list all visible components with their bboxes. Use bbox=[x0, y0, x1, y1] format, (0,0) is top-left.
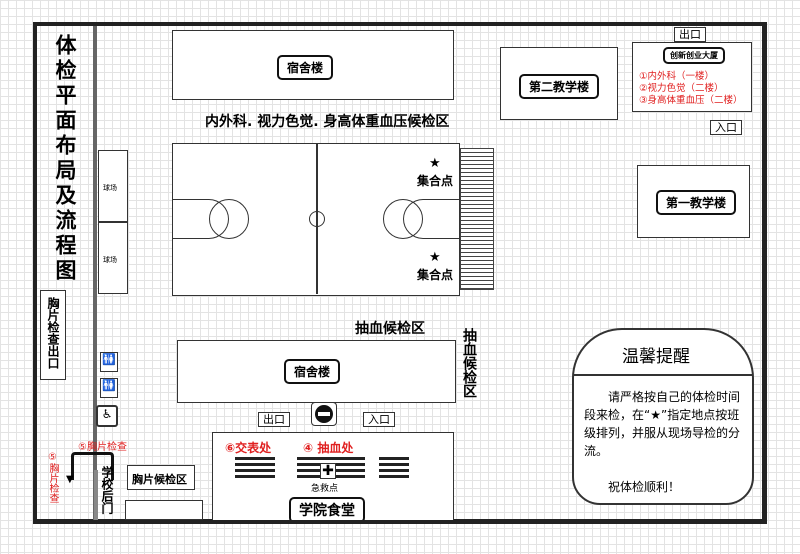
teaching-1-label: 第一教学楼 bbox=[656, 190, 737, 215]
no-entry-icon bbox=[311, 402, 337, 426]
canteen-label: 学院食堂 bbox=[289, 497, 365, 523]
canteen: ⑥交表处 ④ 抽血处 ✚ 急救点 学院食堂 bbox=[212, 432, 454, 523]
road-line bbox=[93, 26, 97, 520]
tips-divider bbox=[574, 374, 752, 376]
center-circle bbox=[309, 211, 325, 227]
toilet-icon: 🚻 bbox=[100, 378, 118, 398]
bleachers bbox=[460, 148, 494, 290]
innovation-entrance: 入口 bbox=[710, 120, 742, 135]
bench bbox=[379, 469, 409, 472]
chest-check-label: ⑤胸片检查 bbox=[78, 442, 127, 453]
teaching-building-1: 第一教学楼 bbox=[637, 165, 750, 238]
key-right bbox=[403, 199, 459, 239]
page-title: 体检平面布局及流程图 bbox=[53, 34, 77, 284]
tips-box: 温馨提醒 请严格按自己的体检时间段来检，在“★”指定地点按班级排列，并服从现场导… bbox=[572, 328, 754, 505]
bench bbox=[379, 457, 409, 460]
blood-waiting-area-vertical: 抽血候检区 bbox=[461, 328, 477, 398]
bench bbox=[379, 475, 409, 478]
assembly-point-bottom: 集合点 bbox=[417, 268, 454, 282]
dorm-top-label: 宿舍楼 bbox=[277, 55, 334, 80]
tips-wish: 祝体检顺利！ bbox=[608, 480, 681, 494]
exam-2: ②视力色觉（二楼） bbox=[639, 83, 724, 94]
gate-post bbox=[94, 470, 98, 520]
canteen-entrance: 入口 bbox=[363, 412, 395, 427]
teaching-building-2: 第二教学楼 bbox=[500, 47, 618, 120]
star-icon: ★ bbox=[429, 156, 441, 171]
blood-waiting-area: 抽血候检区 bbox=[355, 321, 425, 337]
key-left bbox=[173, 199, 229, 239]
bench bbox=[379, 463, 409, 466]
chest-exit: 胸片检查出口 bbox=[40, 290, 66, 380]
exam-3: ③身高体重血压（二楼） bbox=[639, 95, 743, 106]
innovation-building: 创新创业大厦 ①内外科（一楼） ②视力色觉（二楼） ③身高体重血压（二楼） bbox=[632, 42, 752, 112]
star-icon: ★ bbox=[429, 250, 441, 265]
teaching-2-label: 第二教学楼 bbox=[519, 74, 600, 99]
bench bbox=[235, 469, 275, 472]
assembly-point-top: 集合点 bbox=[417, 174, 454, 188]
arrow-down-icon: ▼ bbox=[66, 474, 74, 485]
small-building bbox=[125, 500, 203, 520]
bench bbox=[235, 475, 275, 478]
canteen-exit: 出口 bbox=[258, 412, 290, 427]
submit-form-station: ⑥交表处 bbox=[225, 441, 272, 455]
first-aid-point: 急救点 bbox=[311, 484, 339, 494]
blood-draw-station: ④ 抽血处 bbox=[303, 441, 354, 455]
chest-waiting-area: 胸片候检区 bbox=[127, 465, 195, 490]
tips-title: 温馨提醒 bbox=[622, 347, 690, 367]
back-gate: 学校后门 bbox=[100, 466, 114, 514]
side-court-top: 球场 bbox=[98, 150, 128, 222]
side-court-bottom: 球场 bbox=[98, 222, 128, 294]
side-court-bottom-label: 球场 bbox=[103, 256, 117, 264]
bench bbox=[297, 457, 365, 460]
waiting-area-top: 内外科. 视力色觉. 身高体重血压候检区 bbox=[205, 114, 450, 130]
first-aid-icon: ✚ bbox=[320, 463, 336, 479]
wall-bottom bbox=[33, 520, 767, 524]
basketball-court: ★ 集合点 ★ 集合点 bbox=[172, 143, 460, 296]
exam-1: ①内外科（一楼） bbox=[639, 71, 715, 82]
dorm-bottom: 宿舍楼 bbox=[177, 340, 456, 403]
bench bbox=[235, 463, 275, 466]
dorm-bottom-label: 宿舍楼 bbox=[284, 359, 341, 384]
chest-check-vertical: ⑤胸片检查 bbox=[47, 452, 58, 503]
innovation-label: 创新创业大厦 bbox=[663, 47, 725, 64]
side-court-top-label: 球场 bbox=[103, 184, 117, 192]
dorm-top: 宿舍楼 bbox=[172, 30, 454, 100]
flow-arrow bbox=[71, 452, 114, 480]
tips-body: 请严格按自己的体检时间段来检，在“★”指定地点按班级排列，并服从现场导检的分流。 bbox=[584, 390, 741, 458]
bench bbox=[235, 457, 275, 460]
toilet-icon: 🚻 bbox=[100, 352, 118, 372]
accessible-icon: ♿ bbox=[96, 405, 118, 427]
innovation-exit: 出口 bbox=[674, 27, 706, 42]
